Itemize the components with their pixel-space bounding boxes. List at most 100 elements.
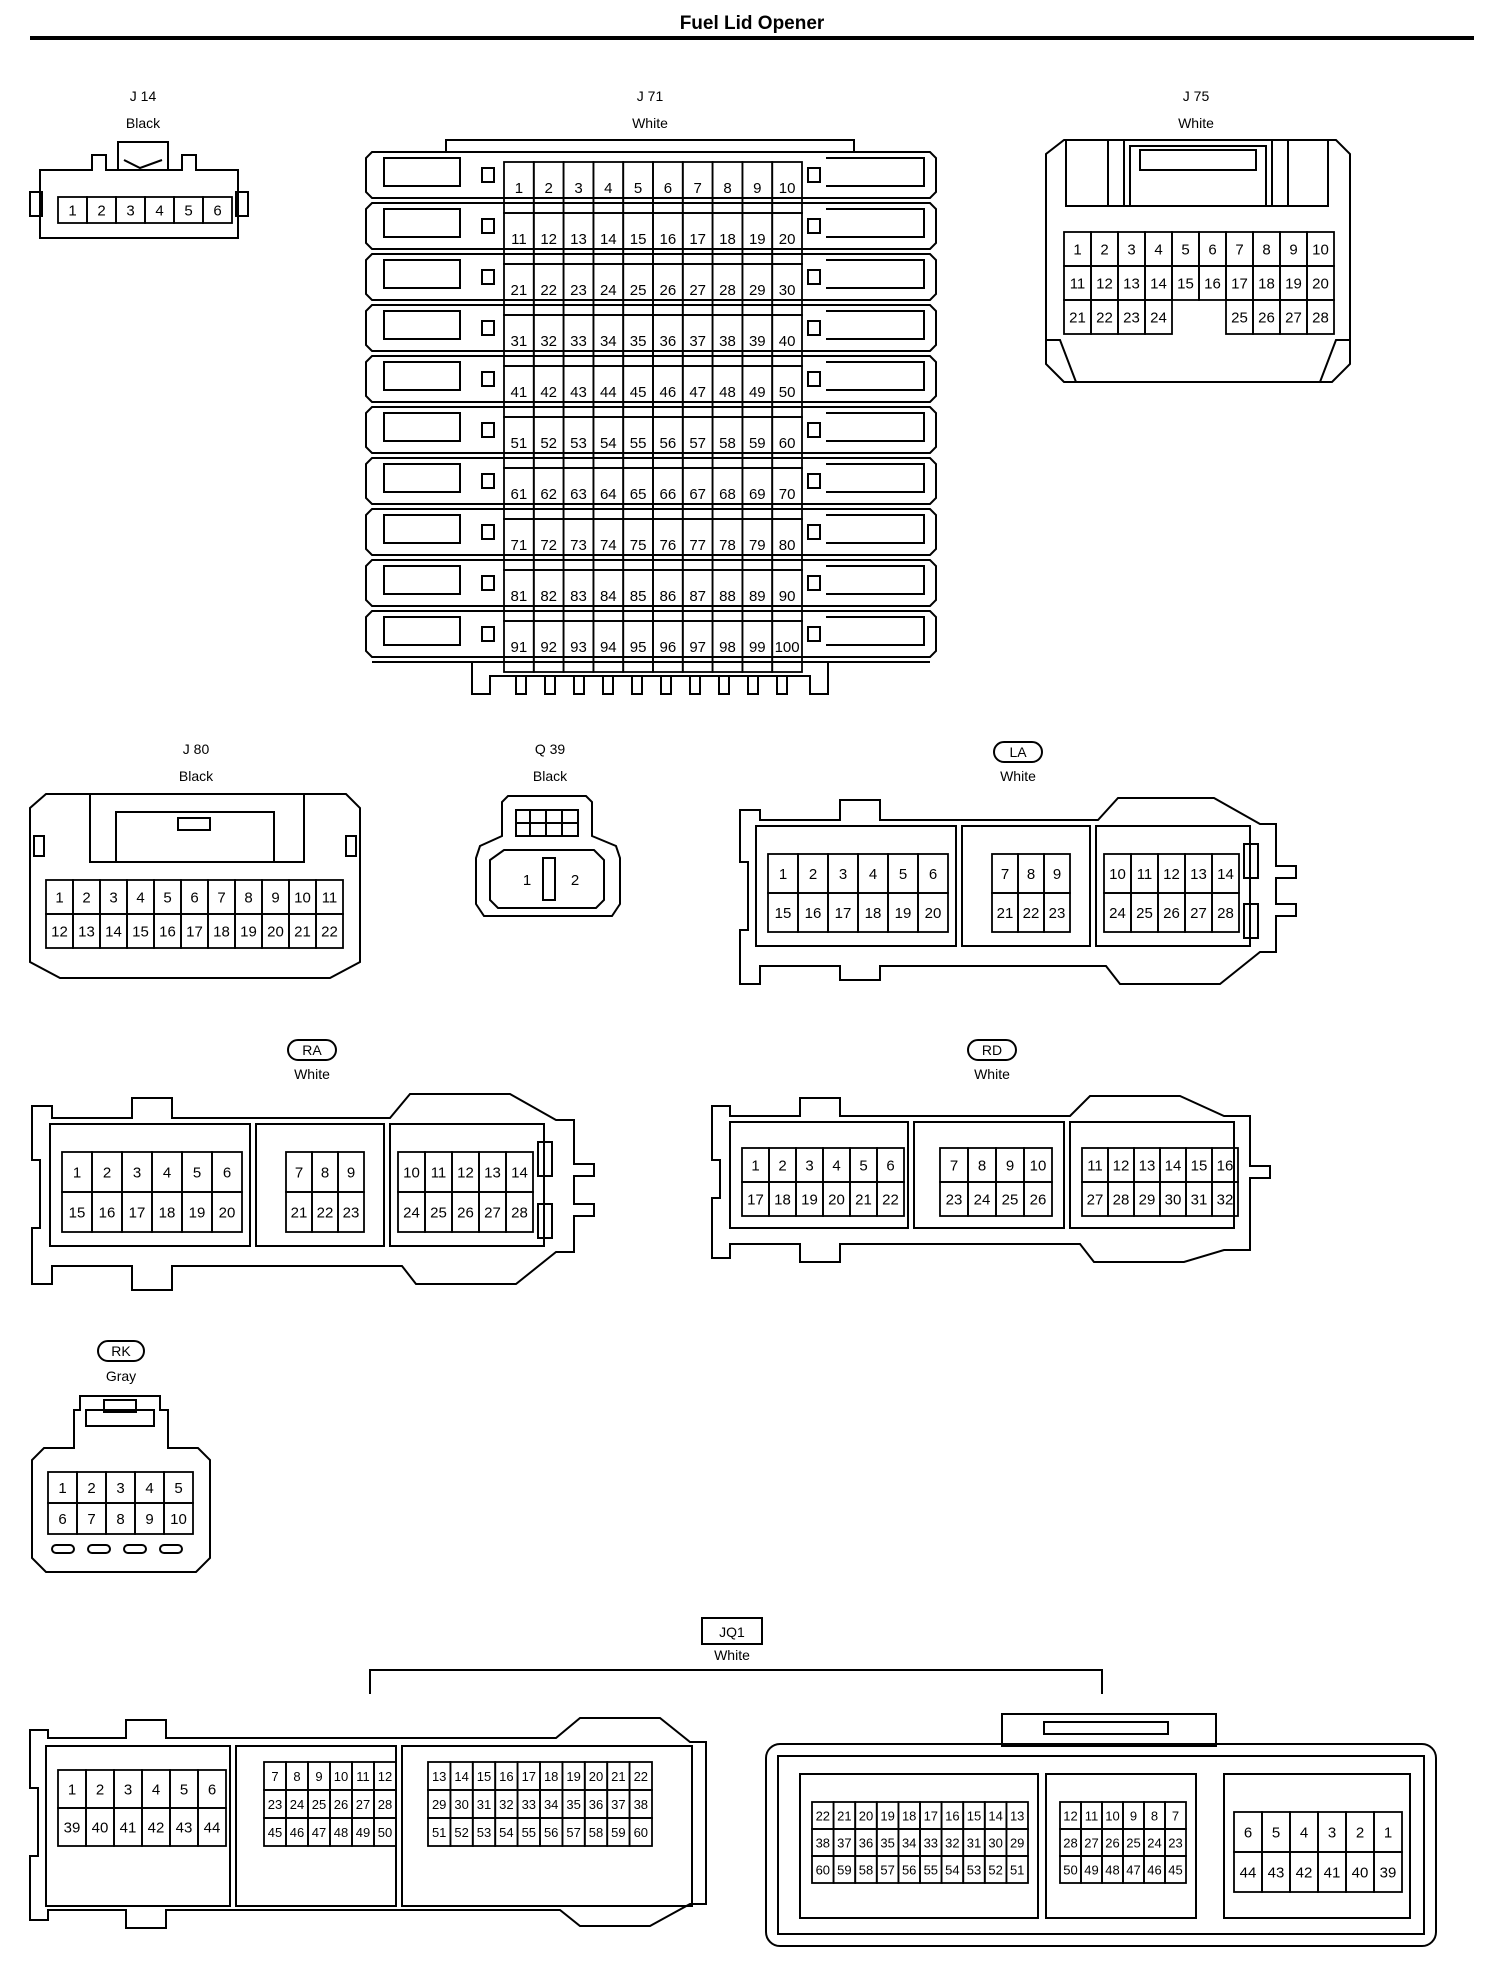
pin-number: 15 [69, 1205, 86, 1222]
pin-number: 31 [967, 1836, 981, 1851]
connector-row-tray [365, 508, 937, 556]
pin-number: 85 [630, 588, 647, 605]
pin-number: 8 [723, 180, 731, 197]
pin-number: 3 [126, 203, 134, 220]
pin-number: 20 [859, 1809, 873, 1824]
pin-number: 7 [694, 180, 702, 197]
pin-number: 72 [540, 537, 557, 554]
pin-number: 93 [570, 639, 587, 656]
pin-number: 6 [1208, 242, 1216, 259]
pin-number: 47 [312, 1825, 326, 1840]
pin-number: 28 [1312, 310, 1329, 327]
pin-number: 97 [689, 639, 706, 656]
connector-row-slot [826, 514, 925, 544]
pin-number: 86 [660, 588, 677, 605]
pin-number: 13 [484, 1165, 501, 1182]
pin-number: 25 [312, 1797, 326, 1812]
connector-row-slot [826, 616, 925, 646]
pin-number: 13 [432, 1769, 446, 1784]
pin-number: 3 [133, 1165, 141, 1182]
pin-number: 24 [974, 1192, 991, 1209]
pin-number: 27 [1285, 310, 1302, 327]
pin-number: 27 [484, 1205, 501, 1222]
pin-number: 22 [882, 1192, 899, 1209]
pin-number: 9 [347, 1165, 355, 1182]
connector-row-key [481, 269, 495, 285]
pin-number: 31 [1191, 1192, 1208, 1209]
pin-number: 27 [1084, 1836, 1098, 1851]
connector-block-2 [913, 1121, 1065, 1229]
pin-number: 5 [180, 1782, 188, 1799]
pin-number: 20 [1312, 276, 1329, 293]
pin-number: 1 [55, 890, 63, 907]
pin-number: 60 [816, 1863, 830, 1878]
pin-number: 3 [116, 1480, 124, 1497]
pin-number: 27 [1087, 1192, 1104, 1209]
connector-block-1 [755, 825, 957, 947]
pin-number: 75 [630, 537, 647, 554]
pin-number: 27 [356, 1797, 370, 1812]
pin-number: 4 [163, 1165, 171, 1182]
pin-number: 2 [778, 1158, 786, 1175]
pin-number: 21 [837, 1809, 851, 1824]
pin-number: 25 [630, 282, 647, 299]
connector-row-key [807, 320, 821, 336]
pin-number: 40 [92, 1820, 109, 1837]
connector-foot [87, 1544, 111, 1554]
connector-latch-detail [103, 1399, 137, 1413]
connector-top-lock [1001, 1713, 1217, 1747]
pin-number: 59 [837, 1863, 851, 1878]
pin-number: 26 [457, 1205, 474, 1222]
connector-row-key [807, 626, 821, 642]
pin-number: 1 [1073, 242, 1081, 259]
pin-number: 20 [925, 905, 942, 922]
pin-number: 3 [109, 890, 117, 907]
pin-number: 59 [749, 435, 766, 452]
connector-tooth [689, 675, 701, 695]
connector-color: Black [533, 768, 568, 784]
pin-number: 56 [544, 1825, 558, 1840]
pin-number: 2 [571, 872, 579, 889]
pin-number: 33 [924, 1836, 938, 1851]
pin-cavity [1211, 1181, 1239, 1217]
pin-number: 17 [522, 1769, 536, 1784]
pin-number: 6 [1244, 1825, 1252, 1842]
pin-cavity [337, 1191, 365, 1233]
pin-number: 91 [511, 639, 528, 656]
connector-row-slot [383, 361, 461, 391]
connector-block-2 [1045, 1773, 1197, 1919]
pin-cavity [1306, 299, 1335, 335]
pin-number: 4 [832, 1158, 840, 1175]
pin-number: 10 [1105, 1809, 1119, 1824]
pin-number: 40 [1352, 1865, 1369, 1882]
pin-number: 100 [775, 639, 800, 656]
pin-number: 21 [291, 1205, 308, 1222]
pin-number: 8 [1027, 866, 1035, 883]
pin-number: 25 [1126, 1836, 1140, 1851]
connector-row-tray [365, 202, 937, 250]
connector-row-slot [383, 310, 461, 340]
pin-number: 22 [816, 1809, 830, 1824]
pin-number: 54 [600, 435, 617, 452]
pin-number: 49 [1084, 1863, 1098, 1878]
connector-row-tray [365, 457, 937, 505]
connector-inner-frame [777, 1755, 1425, 1935]
pin-number: 2 [809, 866, 817, 883]
connector-latch [515, 809, 579, 837]
pin-number: 22 [317, 1205, 334, 1222]
pin-number: 6 [664, 180, 672, 197]
pin-number: 4 [1154, 242, 1162, 259]
pin-number: 17 [1231, 276, 1248, 293]
pin-number: 95 [630, 639, 647, 656]
connector-side-tab [33, 835, 45, 857]
pin-number: 21 [611, 1769, 625, 1784]
pin-number: 50 [378, 1825, 392, 1840]
connector-code-badge [97, 1340, 145, 1362]
pin-number: 42 [1296, 1865, 1313, 1882]
pin-number: 10 [403, 1165, 420, 1182]
pin-number: 1 [1384, 1825, 1392, 1842]
connector-tooth [602, 675, 614, 695]
